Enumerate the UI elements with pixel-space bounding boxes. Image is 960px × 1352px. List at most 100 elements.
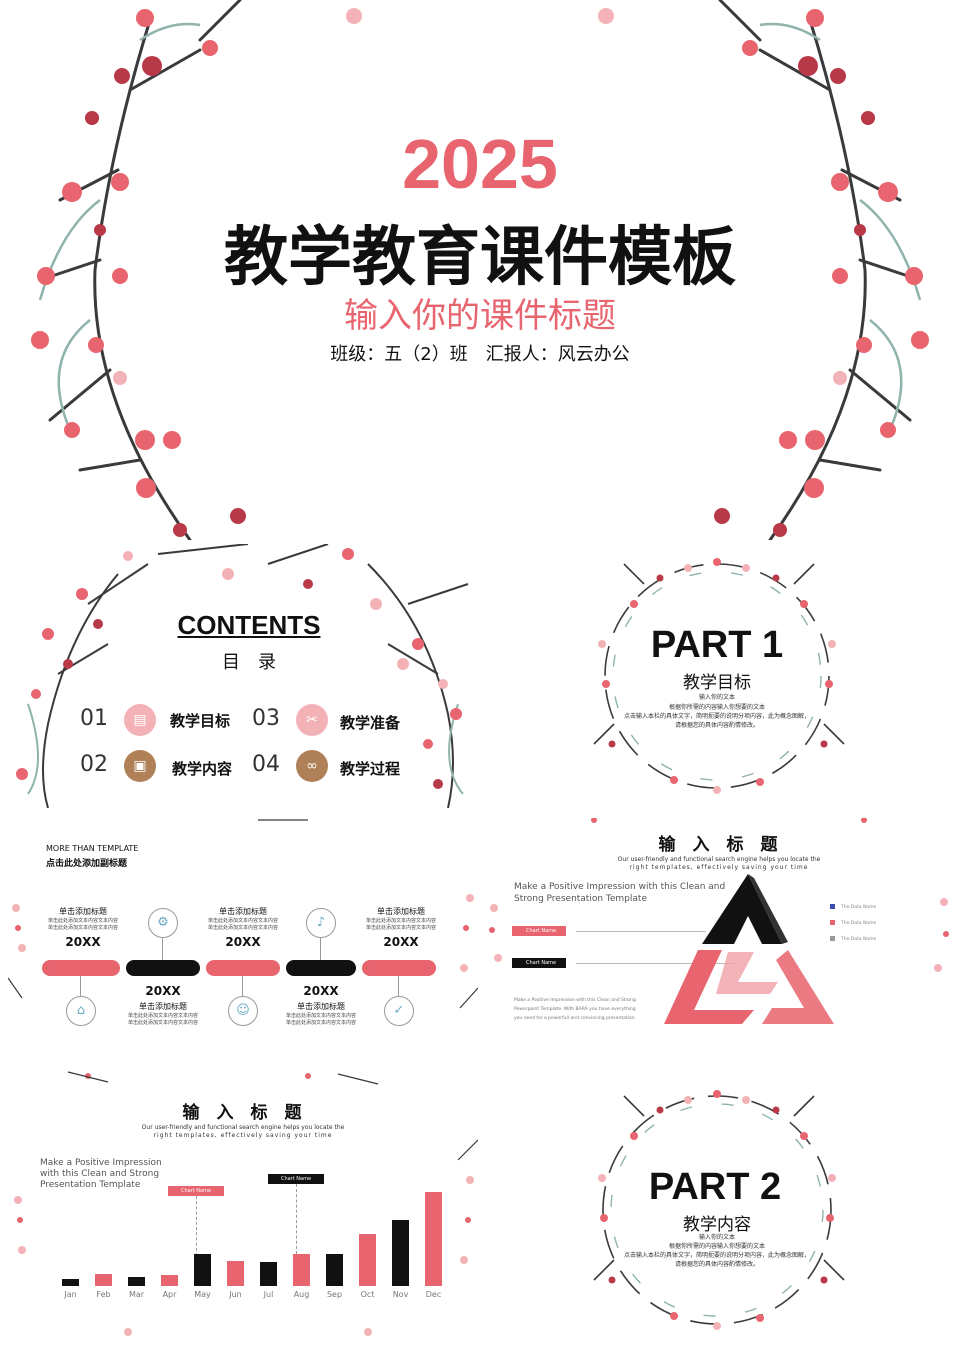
entry-title: 单击添加标题: [219, 907, 267, 916]
slide-title: 输 入 标 题: [658, 835, 778, 855]
part1-subtitle: 教学目标: [683, 673, 751, 693]
x-tick-label: Feb: [96, 1290, 111, 1299]
contents-item-03[interactable]: 03 ✂ 教学准备: [252, 704, 422, 736]
x-tick-label: Jan: [64, 1290, 77, 1299]
timeline-entry[interactable]: 单击添加标题 单击此处添加文本内容文本内容 单击此处添加文本内容文本内容 20X…: [28, 906, 138, 949]
bar-sep: [325, 1254, 344, 1286]
bar-dec: [424, 1192, 443, 1286]
x-tick-label: Sep: [326, 1290, 343, 1299]
timeline-entry[interactable]: 单击添加标题 单击此处添加文本内容文本内容 单击此处添加文本内容文本内容 20X…: [188, 906, 298, 949]
entry-title: 单击添加标题: [297, 1002, 345, 1011]
gear-icon: ⚙: [148, 908, 178, 938]
lead-text: Presentation Template: [40, 1180, 141, 1190]
contents-item-02[interactable]: 02 ▣ 教学内容: [80, 750, 240, 782]
bar-jun: [226, 1260, 245, 1286]
part1-text-line: 输入你的文本: [698, 694, 735, 701]
x-tick-label: Mar: [128, 1290, 145, 1299]
x-tick-label: Jun: [229, 1290, 242, 1299]
x-tick-label: Apr: [162, 1290, 177, 1299]
bar-apr: [160, 1275, 179, 1286]
entry-year: 20XX: [65, 935, 101, 949]
bar-jan: [61, 1279, 80, 1286]
thumbs-up-icon: ✓: [384, 996, 414, 1026]
entry-text: 单击此处添加文本内容文本内容: [47, 925, 118, 931]
timeline-entry[interactable]: 20XX 单击添加标题 单击此处添加文本内容文本内容 单击此处添加文本内容文本内…: [266, 984, 376, 1026]
part2-text-line: 输入你的文本: [698, 1234, 735, 1241]
entry-year: 20XX: [383, 935, 419, 949]
cover-subtitle: 输入你的课件标题: [344, 296, 616, 336]
timeline-segment: [286, 960, 356, 976]
bar-feb: [94, 1274, 113, 1286]
part2-text-line: 根据你所需的内容输入你想要的文本: [668, 1243, 765, 1250]
entry-title: 单击添加标题: [377, 907, 425, 916]
contents-heading: CONTENTS: [177, 610, 321, 640]
contents-number: 02: [80, 752, 108, 777]
legend-item: The Data Name: [830, 920, 910, 936]
bar-jul: [259, 1262, 278, 1286]
timeline-entry[interactable]: 单击添加标题 单击此处添加文本内容文本内容 单击此处添加文本内容文本内容 20X…: [346, 906, 456, 949]
x-tick-label: Aug: [293, 1290, 310, 1299]
contents-item-04[interactable]: 04 ∞ 教学过程: [252, 750, 422, 782]
x-tick-label: Dec: [425, 1290, 442, 1299]
entry-text: 单击此处添加文本内容文本内容: [207, 925, 278, 931]
clipboard-icon: ▣: [124, 750, 156, 782]
part2-title: PART 2: [648, 1166, 782, 1208]
bar-may: [193, 1254, 212, 1286]
chart-name-chip: Chart Name: [268, 1174, 324, 1184]
connector-line: [320, 938, 321, 960]
part1-text-line: 请根据您的具体内容酌情修改。: [674, 722, 759, 729]
entry-year: 20XX: [303, 984, 339, 998]
entry-text: 单击此处添加文本内容文本内容: [47, 918, 118, 924]
slide-description: Our user-friendly and functional search …: [617, 856, 821, 863]
contents-label: 教学过程: [340, 760, 401, 778]
entry-text: 单击此处添加文本内容文本内容: [207, 918, 278, 924]
entry-title: 单击添加标题: [59, 907, 107, 916]
contents-number: 04: [252, 752, 280, 777]
contents-item-01[interactable]: 01 ▤ 教学目标: [80, 704, 240, 736]
slide-description: Our user-friendly and functional search …: [141, 1124, 345, 1131]
slide-description: right templates, effectively saving your…: [153, 1132, 333, 1139]
lead-text: Strong Presentation Template: [514, 894, 647, 904]
contents-slide: CONTENTS 目 录 01 ▤ 教学目标 03 ✂ 教学准备 02 ▣ 教学…: [8, 544, 478, 808]
cover-year: 2025: [402, 125, 558, 203]
document-icon: ▤: [124, 704, 156, 736]
chart-name-chip: Chart Name: [512, 926, 566, 936]
part2-subtitle: 教学内容: [683, 1215, 751, 1235]
timeline-entry[interactable]: 20XX 单击添加标题 单击此处添加文本内容文本内容 单击此处添加文本内容文本内…: [108, 984, 218, 1026]
timeline-header: MORE THAN TEMPLATE: [46, 844, 139, 853]
entry-text: 单击此处添加文本内容文本内容: [127, 1013, 198, 1019]
part1-title: PART 1: [650, 624, 784, 666]
part2-text-line: 点击输入本栏的具体文字，简明扼要的说明分项内容，此为概念图解，: [623, 1252, 810, 1259]
entry-year: 20XX: [225, 935, 261, 949]
contents-number: 03: [252, 706, 280, 731]
timeline-segment: [42, 960, 120, 976]
pointer-line: [196, 1196, 197, 1256]
x-tick-label: Oct: [360, 1290, 375, 1299]
timeline-segment: [206, 960, 280, 976]
slide-description: right templates, effectively saving your…: [629, 864, 809, 871]
cover-title: 教学教育课件模板: [224, 221, 736, 295]
timeline-subheader: 点击此处添加副标题: [46, 859, 128, 869]
tools-icon: ✂: [296, 704, 328, 736]
part1-slide: PART 1 教学目标 输入你的文本 根据你所需的内容输入你想要的文本 点击输入…: [484, 544, 954, 808]
part2-text-line: 请根据您的具体内容酌情修改。: [674, 1261, 759, 1268]
lead-text: Make a Positive Impression: [40, 1158, 162, 1168]
part1-text-line: 根据你所需的内容输入你想要的文本: [668, 704, 765, 711]
entry-text: 单击此处添加文本内容文本内容: [365, 918, 436, 924]
slide-title: 输 入 标 题: [182, 1103, 302, 1123]
cover-info: 班级：五（2）班 汇报人：风云办公: [330, 344, 630, 365]
legend-swatch: [830, 936, 835, 941]
entry-title: 单击添加标题: [139, 1002, 187, 1011]
legend-swatch: [830, 904, 835, 909]
bar-chart: [54, 1188, 450, 1286]
connector-line: [242, 976, 243, 996]
contents-label: 教学内容: [172, 760, 233, 778]
triangle-slide: 输 入 标 题 Our user-friendly and functional…: [484, 818, 954, 1050]
contents-label: 教学目标: [170, 712, 231, 730]
x-tick-label: Jul: [263, 1290, 274, 1299]
entry-text: 单击此处添加文本内容文本内容: [127, 1020, 198, 1026]
bar-mar: [127, 1277, 146, 1286]
pointer-line: [576, 963, 736, 964]
bell-icon: ♪: [306, 908, 336, 938]
